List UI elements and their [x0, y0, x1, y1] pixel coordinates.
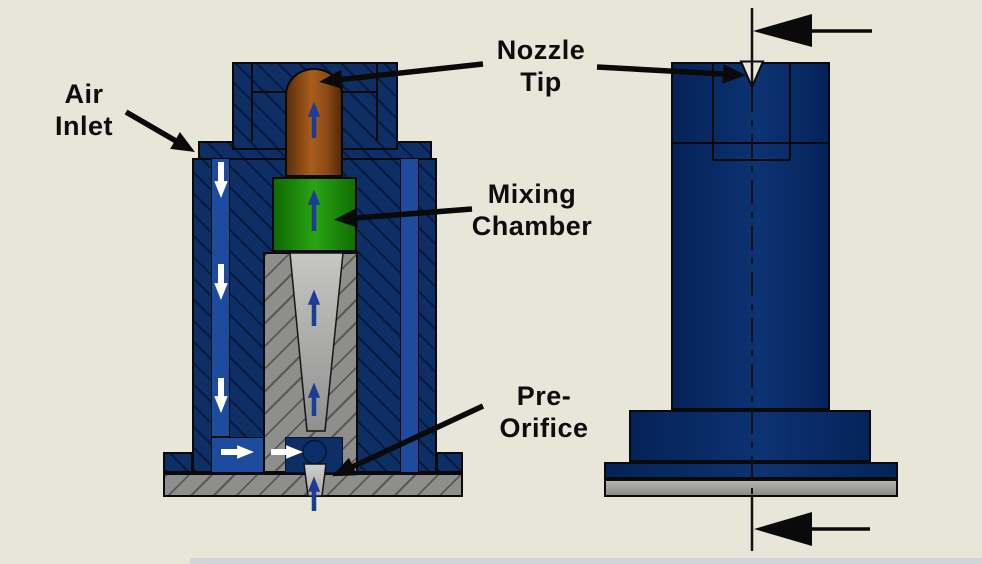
base-foot-left — [163, 452, 193, 473]
label-pre-orifice: Pre- Orifice — [499, 381, 589, 443]
cap-shoulder-line-right — [341, 91, 378, 93]
side-flange — [604, 462, 898, 479]
side-body — [671, 62, 830, 410]
side-gasket-plate — [604, 479, 898, 497]
nozzle-tip-insert — [285, 68, 343, 177]
label-air-inlet: Air Inlet — [54, 79, 113, 141]
side-step — [629, 410, 871, 462]
cap-shoulder-line-left — [251, 91, 288, 93]
label-mixing-chamber: Mixing Chamber — [471, 179, 593, 241]
datum-arrow-top — [753, 14, 872, 47]
pre-orifice-pocket — [285, 437, 343, 473]
air-channel-left — [211, 158, 230, 437]
cap-bore-line-right — [376, 64, 378, 141]
datum-arrow-bottom — [754, 512, 870, 546]
bottom-edge-strip — [190, 558, 982, 564]
base-slab — [163, 473, 463, 497]
air-channel-right — [400, 158, 419, 473]
base-foot-right — [436, 452, 463, 473]
cap-bore-line-left — [251, 64, 253, 141]
label-nozzle-tip: Nozzle Tip — [496, 35, 586, 97]
mixing-chamber-block — [272, 177, 357, 252]
